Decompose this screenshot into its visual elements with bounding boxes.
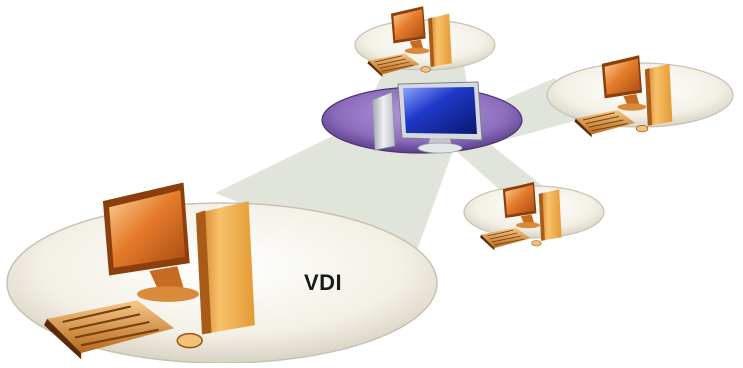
- server-node: [321, 81, 523, 154]
- blue-desktop-computer-icon: [371, 81, 483, 154]
- client-node-middle-right: [463, 181, 605, 251]
- vdi-label: VDI: [304, 270, 343, 295]
- client-node-right: [546, 54, 734, 138]
- client-node-top: [354, 5, 496, 78]
